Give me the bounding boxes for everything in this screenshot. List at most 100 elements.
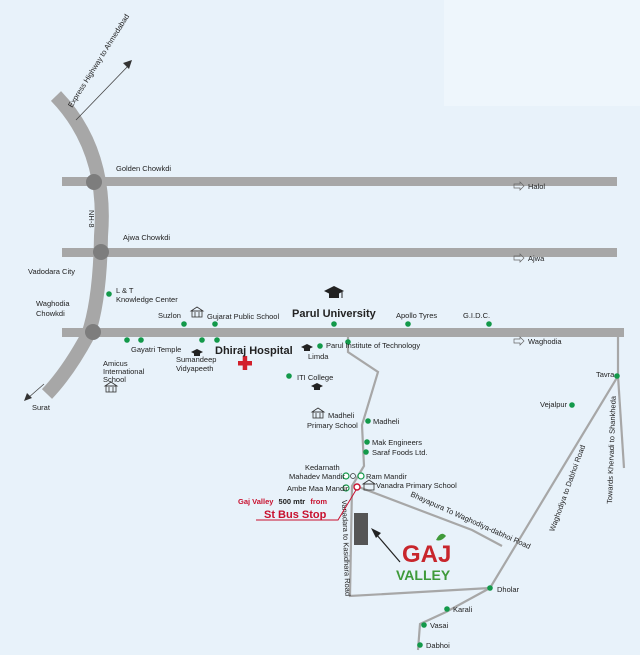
dabhoi-label: Dabhoi [426,641,450,650]
logo-top-text: GAJ [402,541,451,568]
suzlon-label: Suzlon [158,311,181,320]
dot-dhiraj [214,337,220,343]
karali-label: Karali [453,605,473,614]
direction-arrow-icon-halol [513,181,525,191]
vejalpur-label: Vejalpur [540,400,568,409]
vasai-label: Vasai [430,621,449,630]
amicus-label-2: International [103,367,145,376]
dot-madheli [365,418,371,424]
waghodia-chowkdi-node [85,324,101,340]
parul-university-label: Parul University [292,308,377,320]
graduation-cap-icon-parul-university [324,286,344,298]
callout-stop: St Bus Stop [264,509,327,521]
light-panel [444,0,640,106]
gujarat-school-label: Gujarat Public School [207,312,279,321]
dot-karali [444,606,450,612]
graduation-cap-icon-iti [311,383,323,390]
waghodia-chowkdi-label-2: Chowkdi [36,309,65,318]
sumandeep-label-2: Vidyapeeth [176,364,213,373]
school-icon-amicus [103,381,119,393]
dot-parul-institute [345,339,351,345]
road-shankheda [616,375,626,469]
expressway-arrow [75,63,131,121]
madheli-school-label-2: Primary School [307,421,358,430]
vanadara-road-label: Vanadara to Kasidhara Road [340,500,352,596]
lt-label-2: Knowledge Center [116,295,178,304]
dot-vejalpur [569,402,575,408]
expressway-arrow-head [123,60,132,69]
site-plot [354,513,368,545]
surat-arrow-head [24,393,32,401]
dot-dholar [487,585,493,591]
dot-tavra [614,373,620,379]
surat-arrow [27,383,45,399]
saraf-label: Saraf Foods Ltd. [372,448,427,457]
road-waghodia [62,328,624,337]
dot-parul-university [331,321,337,327]
amicus-label-1: Amicus [103,359,128,368]
ajwa-chowkdi-node [93,244,109,260]
madheli-label: Madheli [373,417,400,426]
shankheda-road-label: Towards Khervadi to Shankheda [605,395,618,504]
waghodia-label: Waghodia [528,337,562,346]
school-icon-gujarat [189,306,205,318]
dot-iti [286,373,292,379]
site-arrow [375,533,401,563]
golden-chowkdi-node [86,174,102,190]
dot-gidc [486,321,492,327]
callout-from: from [310,497,327,506]
ajwa-label: Ajwa [528,254,545,263]
dot-mak [364,439,370,445]
dot-saraf [363,449,369,455]
vanadra-school-label: Vanadra Primary School [376,481,457,490]
dot-suzlon [181,321,187,327]
temple-icon-ram [350,473,356,479]
road-nh8 [41,91,109,399]
graduation-cap-icon-sumandeep [191,349,203,356]
madheli-school-label-1: Madheli [328,411,355,420]
kedarnath-label: Kedarnath [305,463,340,472]
dot-sumandeep [199,337,205,343]
dhiraj-label: Dhiraj Hospital [215,345,293,357]
dot-gayatri-2 [138,337,144,343]
tavra-label: Tavra [596,370,615,379]
gayatri-label: Gayatri Temple [131,345,181,354]
limda-label: Limda [308,352,329,361]
road-dabhoi [489,337,620,589]
dot-mahadev [342,472,350,480]
dholar-label: Dholar [497,585,520,594]
dot-vasai [421,622,427,628]
dot-dabhoi [417,642,423,648]
mak-label: Mak Engineers [372,438,422,447]
ambe-label: Ambe Maa Mandir [287,484,349,493]
iti-label: ITI College [297,373,333,382]
parul-institute-label: Parul Institute of Technology [326,341,420,350]
logo-bottom-text: VALLEY [396,567,451,583]
nh8-label: NH-8 [87,210,96,228]
dot-gayatri-1 [124,337,130,343]
amicus-label-3: School [103,375,126,384]
callout-leader [256,489,357,521]
ajwa-chowkdi-label: Ajwa Chowkdi [123,233,170,242]
direction-arrow-icon-ajwa [513,253,525,263]
hospital-cross-icon [238,356,252,370]
logo-leaf-icon [436,533,446,541]
halol-label: Halol [528,182,545,191]
dot-apollo [405,321,411,327]
mahadev-label: Mahadev Mandir [289,472,345,481]
ram-label: Ram Mandir [366,472,407,481]
lt-label-1: L & T [116,286,134,295]
road-vanadara [346,337,491,598]
dot-ambe [342,484,350,492]
surat-label: Surat [32,403,51,412]
gaj-valley-logo: GAJ VALLEY [396,533,451,583]
site-arrow-head [371,528,381,538]
callout-line: Gaj Valley 500 mtr from [238,497,327,506]
golden-chowkdi-label: Golden Chowkdi [116,164,171,173]
road-dabhoi-south [416,587,491,651]
dot-lt [106,291,112,297]
school-icon-vanadra [361,479,377,491]
direction-arrow-icon-waghodia [513,336,525,346]
